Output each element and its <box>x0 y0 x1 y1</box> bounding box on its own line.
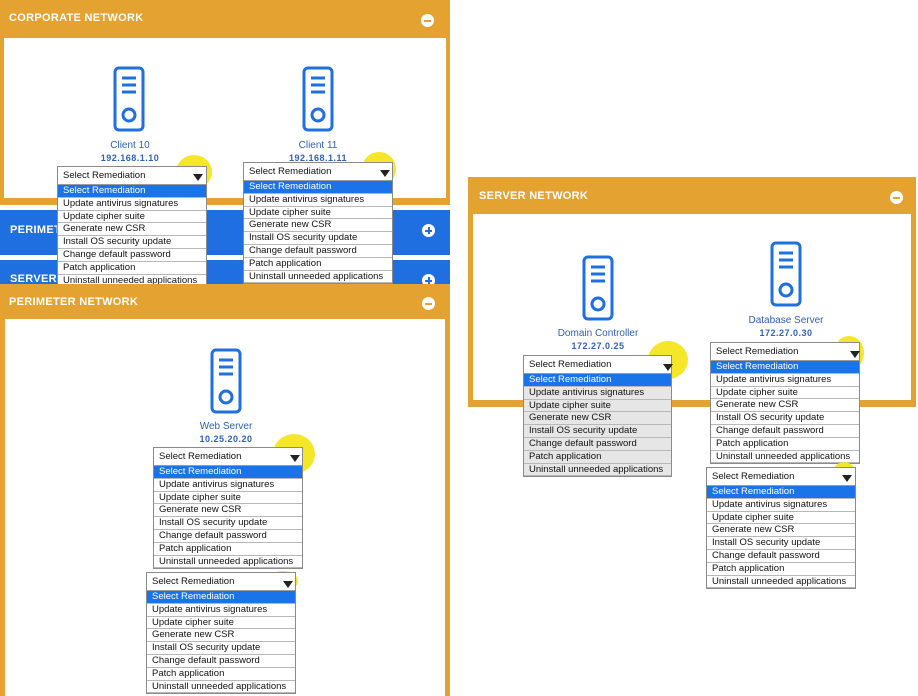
dropdown-option[interactable]: Change default password <box>524 437 671 451</box>
perimeter-network-title: PERIMETER NETWORK <box>9 296 139 308</box>
client-11-name: Client 11 <box>298 140 338 151</box>
dropdown-option[interactable]: Change default password <box>58 249 206 262</box>
client-10-server-icon[interactable] <box>113 66 145 132</box>
dropdown-header[interactable]: Select Remediation <box>154 448 302 466</box>
dropdown-option[interactable]: Patch application <box>154 543 302 556</box>
expand-perimeter-plus-icon[interactable] <box>422 224 435 237</box>
dropdown-option[interactable]: Install OS security update <box>707 537 855 550</box>
dropdown-option[interactable]: Install OS security update <box>711 412 859 425</box>
dropdown-option[interactable]: Uninstall unneeded applications <box>147 681 295 694</box>
dropdown-option[interactable]: Update antivirus signatures <box>147 604 295 617</box>
dropdown-option[interactable]: Update cipher suite <box>707 512 855 525</box>
dropdown-option[interactable]: Patch application <box>147 668 295 681</box>
client-11-ip: 192.168.1.11 <box>288 153 348 163</box>
dropdown-option[interactable]: Install OS security update <box>524 425 671 438</box>
cursor-icon <box>193 174 203 181</box>
dropdown-option[interactable]: Select Remediation <box>58 185 206 198</box>
dropdown-option[interactable]: Patch application <box>711 438 859 451</box>
dropdown-option[interactable]: Update cipher suite <box>524 399 671 413</box>
dropdown-option[interactable]: Select Remediation <box>707 486 855 499</box>
dropdown-option[interactable]: Update antivirus signatures <box>58 198 206 211</box>
cursor-icon <box>283 581 293 588</box>
dropdown-option[interactable]: Update cipher suite <box>711 387 859 400</box>
cursor-icon <box>842 475 852 482</box>
dropdown-option[interactable]: Change default password <box>707 550 855 563</box>
corporate-network-title: CORPORATE NETWORK <box>9 12 144 24</box>
dropdown-header[interactable]: Select Remediation <box>58 167 206 185</box>
database-server-remediation-dropdown[interactable]: Select Remediation Select Remediation Up… <box>710 342 860 465</box>
dropdown-option[interactable]: Uninstall unneeded applications <box>711 451 859 464</box>
dropdown-option[interactable]: Select Remediation <box>154 466 302 479</box>
dropdown-option[interactable]: Change default password <box>244 245 392 258</box>
dropdown-option[interactable]: Generate new CSR <box>58 223 206 237</box>
dropdown-option[interactable]: Select Remediation <box>524 374 671 387</box>
dropdown-option[interactable]: Change default password <box>154 530 302 543</box>
dropdown-option[interactable]: Generate new CSR <box>154 504 302 518</box>
database-server-ip: 172.27.0.30 <box>759 328 813 338</box>
web-server-remediation-dropdown[interactable]: Select Remediation Select Remediation Up… <box>153 447 303 570</box>
dropdown-header[interactable]: Select Remediation <box>524 356 671 374</box>
dropdown-option[interactable]: Update antivirus signatures <box>524 386 671 400</box>
dropdown-option[interactable]: Select Remediation <box>711 361 859 374</box>
dropdown-option[interactable]: Uninstall unneeded applications <box>524 463 671 477</box>
domain-controller-server-icon[interactable] <box>582 255 614 321</box>
dropdown-option[interactable]: Patch application <box>58 262 206 275</box>
dropdown-header[interactable]: Select Remediation <box>711 343 859 361</box>
dropdown-option[interactable]: Install OS security update <box>244 232 392 245</box>
dropdown-option[interactable]: Uninstall unneeded applications <box>707 576 855 589</box>
dropdown-header[interactable]: Select Remediation <box>707 468 855 486</box>
dropdown-option[interactable]: Patch application <box>524 450 671 464</box>
cursor-icon <box>850 351 860 358</box>
dropdown-option[interactable]: Uninstall unneeded applications <box>244 271 392 284</box>
dropdown-option[interactable]: Update cipher suite <box>58 211 206 224</box>
web-server-icon[interactable] <box>210 348 242 414</box>
client-10-ip: 192.168.1.10 <box>100 153 160 163</box>
cursor-icon <box>663 364 673 371</box>
dropdown-option[interactable]: Generate new CSR <box>244 219 392 233</box>
database-server-name: Database Server <box>748 315 824 326</box>
dropdown-option[interactable]: Patch application <box>707 563 855 576</box>
dropdown-option[interactable]: Install OS security update <box>147 642 295 655</box>
dropdown-option[interactable]: Select Remediation <box>244 181 392 194</box>
collapse-server-minus-icon[interactable] <box>890 191 903 204</box>
dropdown-option[interactable]: Change default password <box>711 425 859 438</box>
domain-controller-remediation-dropdown[interactable]: Select Remediation Select Remediation Up… <box>523 355 672 478</box>
web-server-name: Web Server <box>199 421 253 432</box>
dropdown-option[interactable]: Generate new CSR <box>711 399 859 413</box>
dropdown-option[interactable]: Generate new CSR <box>147 629 295 643</box>
cursor-icon <box>290 455 300 462</box>
collapse-corporate-minus-icon[interactable] <box>421 14 434 27</box>
dropdown-option[interactable]: Update antivirus signatures <box>707 499 855 512</box>
domain-controller-name: Domain Controller <box>557 328 639 339</box>
client-10-name: Client 10 <box>110 140 150 151</box>
dropdown-option[interactable]: Update antivirus signatures <box>711 374 859 387</box>
client-11-server-icon[interactable] <box>302 66 334 132</box>
domain-controller-ip: 172.27.0.25 <box>571 341 625 351</box>
client-10-remediation-dropdown[interactable]: Select Remediation Select Remediation Up… <box>57 166 207 289</box>
dropdown-option[interactable]: Update cipher suite <box>244 207 392 220</box>
collapse-perimeter-minus-icon[interactable] <box>422 297 435 310</box>
dropdown-option[interactable]: Change default password <box>147 655 295 668</box>
dropdown-header[interactable]: Select Remediation <box>147 573 295 591</box>
dropdown-option[interactable]: Install OS security update <box>58 236 206 249</box>
server-network-title: SERVER NETWORK <box>479 190 589 202</box>
dropdown-option[interactable]: Generate new CSR <box>524 412 671 426</box>
dropdown-option[interactable]: Generate new CSR <box>707 524 855 538</box>
dropdown-option[interactable]: Install OS security update <box>154 517 302 530</box>
dropdown-option[interactable]: Update cipher suite <box>147 617 295 630</box>
dropdown-option[interactable]: Update antivirus signatures <box>154 479 302 492</box>
database-server-icon[interactable] <box>770 241 802 307</box>
extra-remediation-dropdown-right[interactable]: Select Remediation Select Remediation Up… <box>706 467 856 590</box>
dropdown-option[interactable]: Update cipher suite <box>154 492 302 505</box>
extra-remediation-dropdown-left[interactable]: Select Remediation Select Remediation Up… <box>146 572 296 695</box>
cursor-icon <box>380 170 390 177</box>
client-11-remediation-dropdown[interactable]: Select Remediation Select Remediation Up… <box>243 162 393 285</box>
dropdown-option[interactable]: Update antivirus signatures <box>244 194 392 207</box>
dropdown-header[interactable]: Select Remediation <box>244 163 392 181</box>
dropdown-option[interactable]: Uninstall unneeded applications <box>154 556 302 569</box>
dropdown-option[interactable]: Patch application <box>244 258 392 271</box>
expand-server-plus-icon[interactable] <box>422 274 435 287</box>
dropdown-option[interactable]: Select Remediation <box>147 591 295 604</box>
web-server-ip: 10.25.20.20 <box>199 434 253 444</box>
